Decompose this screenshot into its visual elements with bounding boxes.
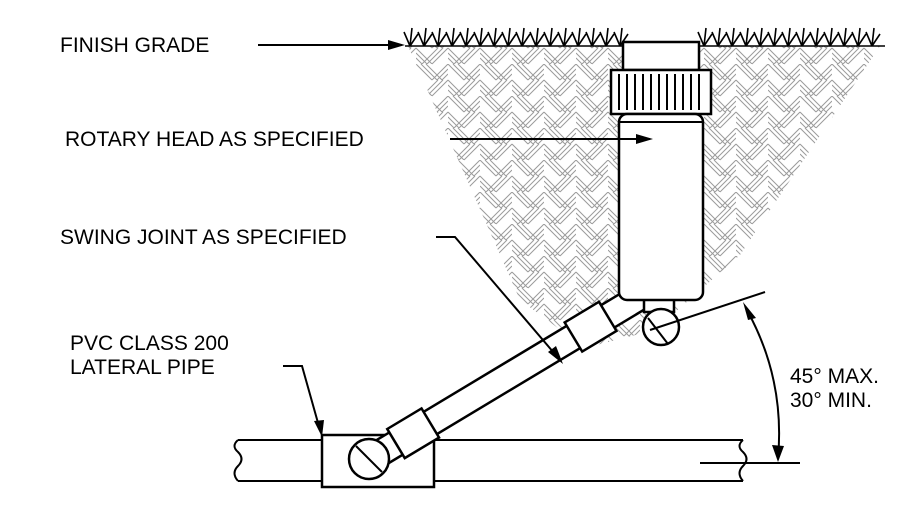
lower-elbow xyxy=(347,437,391,481)
swing-joint-label: SWING JOINT AS SPECIFIED xyxy=(60,226,347,249)
pvc-label-line2: LATERAL PIPE xyxy=(70,356,215,379)
rotary-head-label: ROTARY HEAD AS SPECIFIED xyxy=(65,128,364,151)
pvc-label-line1: PVC CLASS 200 xyxy=(70,332,229,355)
rotary-head xyxy=(609,40,713,302)
angle-max-label: 45° MAX. xyxy=(790,365,879,388)
angle-dimension xyxy=(649,291,800,464)
lateral-pipe xyxy=(233,439,748,482)
finish-grade-label: FINISH GRADE xyxy=(60,34,209,57)
leader-lines xyxy=(258,40,653,437)
angle-min-label: 30° MIN. xyxy=(790,389,872,412)
